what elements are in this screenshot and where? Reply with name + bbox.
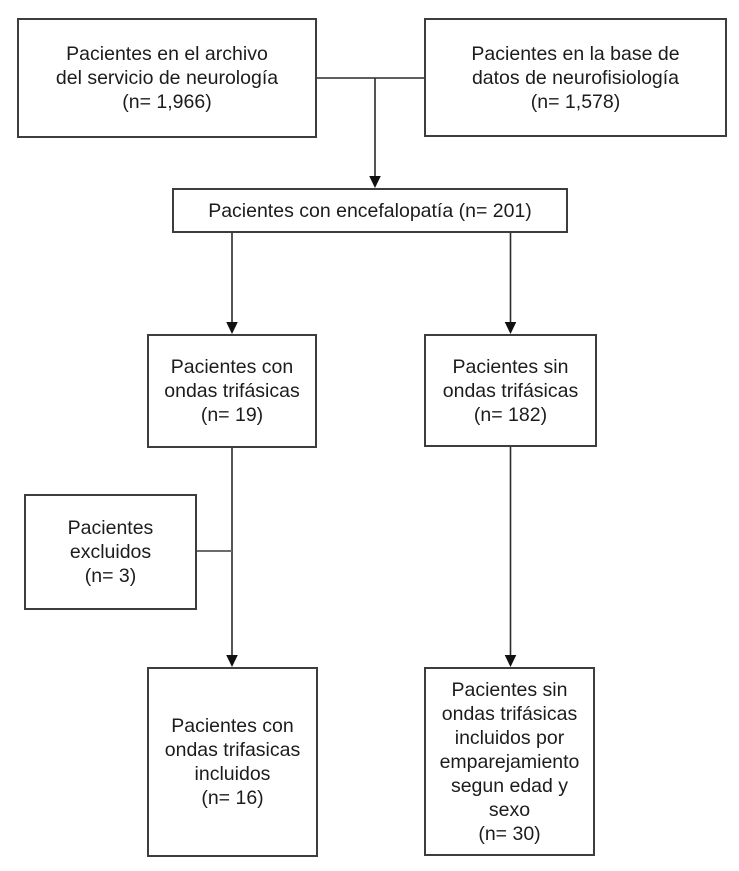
node-encefalopatia-text: Pacientes con encefalopatía (n= 201)	[208, 199, 532, 222]
node-base-neurofisiologia: Pacientes en la base de datos de neurofi…	[424, 18, 727, 137]
node-con-ondas-incluidos-text: Pacientes con ondas trifasicas incluidos…	[164, 715, 301, 809]
node-con-ondas-trifasicas-text: Pacientes con ondas trifásicas (n= 19)	[164, 356, 300, 426]
arrowhead-to-sin-ondas	[504, 322, 517, 334]
node-con-ondas-incluidos: Pacientes con ondas trifasicas incluidos…	[147, 667, 318, 857]
arrowhead-to-encefalopatia	[369, 176, 381, 188]
node-sin-ondas-trifasicas-text: Pacientes sin ondas trifásicas (n= 182)	[442, 355, 579, 426]
node-sin-ondas-incluidos: Pacientes sin ondas trifásicas incluidos…	[424, 667, 595, 856]
node-con-ondas-trifasicas: Pacientes con ondas trifásicas (n= 19)	[147, 334, 317, 448]
arrowhead-to-con-incluidos	[226, 655, 238, 667]
arrowhead-to-con-ondas	[226, 322, 238, 334]
node-base-neurofisiologia-text: Pacientes en la base de datos de neurofi…	[471, 42, 680, 113]
node-encefalopatia: Pacientes con encefalopatía (n= 201)	[172, 188, 568, 233]
node-pacientes-excluidos-text: Pacientes excluidos (n= 3)	[67, 517, 154, 587]
node-archivo-neurologia-text: Pacientes en el archivo del servicio de …	[55, 43, 279, 113]
node-archivo-neurologia: Pacientes en el archivo del servicio de …	[17, 18, 317, 138]
node-pacientes-excluidos: Pacientes excluidos (n= 3)	[24, 494, 197, 610]
node-sin-ondas-incluidos-text: Pacientes sin ondas trifásicas incluidos…	[439, 678, 580, 845]
node-sin-ondas-trifasicas: Pacientes sin ondas trifásicas (n= 182)	[424, 334, 597, 447]
arrowhead-to-sin-incluidos	[504, 655, 517, 667]
